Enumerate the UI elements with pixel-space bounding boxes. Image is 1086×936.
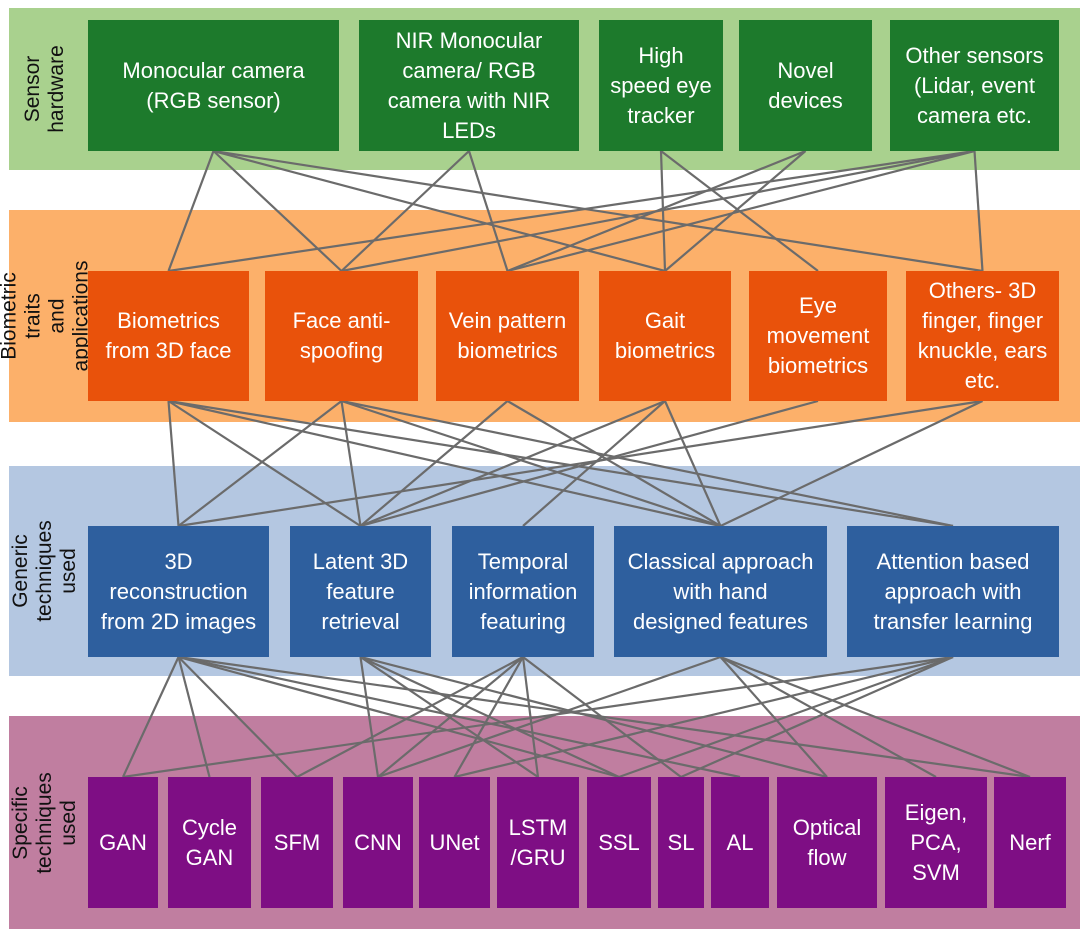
- node-ssl: SSL: [587, 777, 651, 908]
- node-gait: Gait biometrics: [599, 271, 731, 401]
- node-3d-reconstruction: 3D reconstruction from 2D images: [88, 526, 269, 657]
- node-cycle-gan: Cycle GAN: [168, 777, 251, 908]
- band-label-biometric: Biometric traits and applications: [0, 260, 92, 372]
- node-unet: UNet: [419, 777, 490, 908]
- node-eye-tracker: High speed eye tracker: [599, 20, 723, 151]
- node-other-biometrics: Others- 3D finger, finger knuckle, ears …: [906, 271, 1059, 401]
- node-optical-flow: Optical flow: [777, 777, 877, 908]
- node-eigen-pca-svm: Eigen, PCA, SVM: [885, 777, 987, 908]
- node-sfm: SFM: [261, 777, 333, 908]
- node-lstm-gru: LSTM /GRU: [497, 777, 579, 908]
- band-label-specific: Specific techniques used: [9, 771, 81, 874]
- band-label-sensor: Sensor hardware: [21, 45, 68, 133]
- node-novel-devices: Novel devices: [739, 20, 872, 151]
- node-classical-approach: Classical approach with hand designed fe…: [614, 526, 827, 657]
- node-nerf: Nerf: [994, 777, 1066, 908]
- node-3d-face: Biometrics from 3D face: [88, 271, 249, 401]
- node-al: AL: [711, 777, 769, 908]
- node-attention-approach: Attention based approach with transfer l…: [847, 526, 1059, 657]
- node-gan: GAN: [88, 777, 158, 908]
- node-cnn: CNN: [343, 777, 413, 908]
- node-eye-movement: Eye movement biometrics: [749, 271, 887, 401]
- node-vein-pattern: Vein pattern biometrics: [436, 271, 579, 401]
- node-monocular-camera: Monocular camera (RGB sensor): [88, 20, 339, 151]
- node-temporal-information: Temporal information featuring: [452, 526, 594, 657]
- node-nir-camera: NIR Monocular camera/ RGB camera with NI…: [359, 20, 579, 151]
- node-latent-3d-feature: Latent 3D feature retrieval: [290, 526, 431, 657]
- node-sl: SL: [658, 777, 704, 908]
- band-label-generic: Generic techniques used: [9, 520, 81, 622]
- node-other-sensors: Other sensors (Lidar, event camera etc.: [890, 20, 1059, 151]
- node-face-anti-spoofing: Face anti- spoofing: [265, 271, 418, 401]
